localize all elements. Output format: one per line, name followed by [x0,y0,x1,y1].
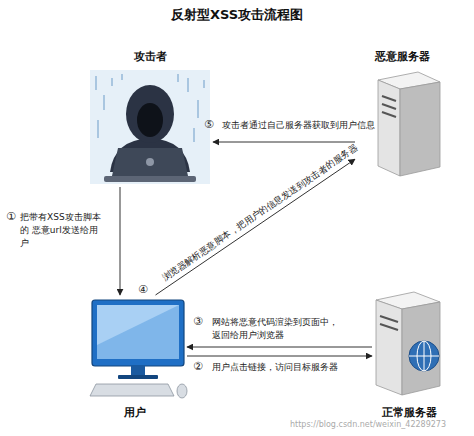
screen-glare [97,305,179,345]
edge-label: 用户点击链接，访问目标服务器 [212,361,412,374]
globe [409,341,439,371]
flow-arrow [187,347,372,348]
flow-arrow [156,159,356,295]
actor-node: 恶意服务器 [355,50,450,177]
server-slots [380,316,398,330]
watermark: https://blog.csdn.net/weixin_42289273 [290,420,446,429]
callout-number: ③ [193,315,203,328]
callout-number: ④ [138,283,148,296]
node-label: 用户 [124,406,146,420]
mouse [177,384,187,398]
edge-label: 攻击者通过自己服务器获取到用户信息 [222,119,392,132]
monitor-stand [118,375,158,379]
flow-arrow [187,356,372,357]
server-side [400,82,440,176]
node-label: 攻击者 [134,50,167,64]
server-front [378,80,400,176]
laptop-logo [146,158,154,166]
code-rain-line [203,80,205,88]
callout-number: ⑤ [204,118,214,131]
server-slot [382,96,396,101]
hacker-face [137,103,163,137]
actor-node: 攻击者 [88,50,213,187]
flow-arrow [213,142,355,143]
code-rain-line [111,78,113,86]
server-front [376,300,402,395]
code-rain-line [121,74,123,80]
actor-node: 用户 [82,295,187,420]
server-slot [380,316,398,322]
laptop-lid [112,148,188,176]
edge-label: 把带有XSS攻击脚本的 恶意url发送给用户 [20,211,106,250]
computer-illustration [90,300,187,398]
code-rain-line [95,76,97,90]
keyboard [90,384,174,396]
server-side [402,302,440,395]
code-rain-line [187,78,189,92]
diagram-title: 反射型XSS攻击流程图 [0,6,474,24]
globe-axis [424,341,425,371]
code-rain-line [197,100,199,118]
code-background [90,70,210,184]
code-rain-line [103,95,105,110]
actor-node: 正常服务器 [372,288,447,420]
laptop-base [104,176,196,182]
callout-number: ① [6,210,16,223]
node-label: 正常服务器 [382,406,437,420]
code-rain-line [97,120,99,138]
server-slot [382,104,396,109]
server-slots [382,96,396,117]
monitor-neck [131,366,145,376]
hacker-hood [126,85,174,143]
code-rain-line [193,128,195,142]
edge-label: 网站将恶意代码渲染到页面中， 返回给用户浏览器 [212,316,345,342]
server-slot [382,112,396,117]
code-rain [96,74,204,142]
monitor-screen [97,305,179,359]
flow-arrow [120,187,121,295]
hacker-illustration [90,70,210,184]
callout-number: ② [193,360,203,373]
node-label: 恶意服务器 [375,50,430,64]
server-illustration [378,72,440,176]
server-slot [380,324,398,330]
server-illustration [376,292,440,395]
code-rain-line [177,74,179,82]
monitor-frame [92,300,184,366]
